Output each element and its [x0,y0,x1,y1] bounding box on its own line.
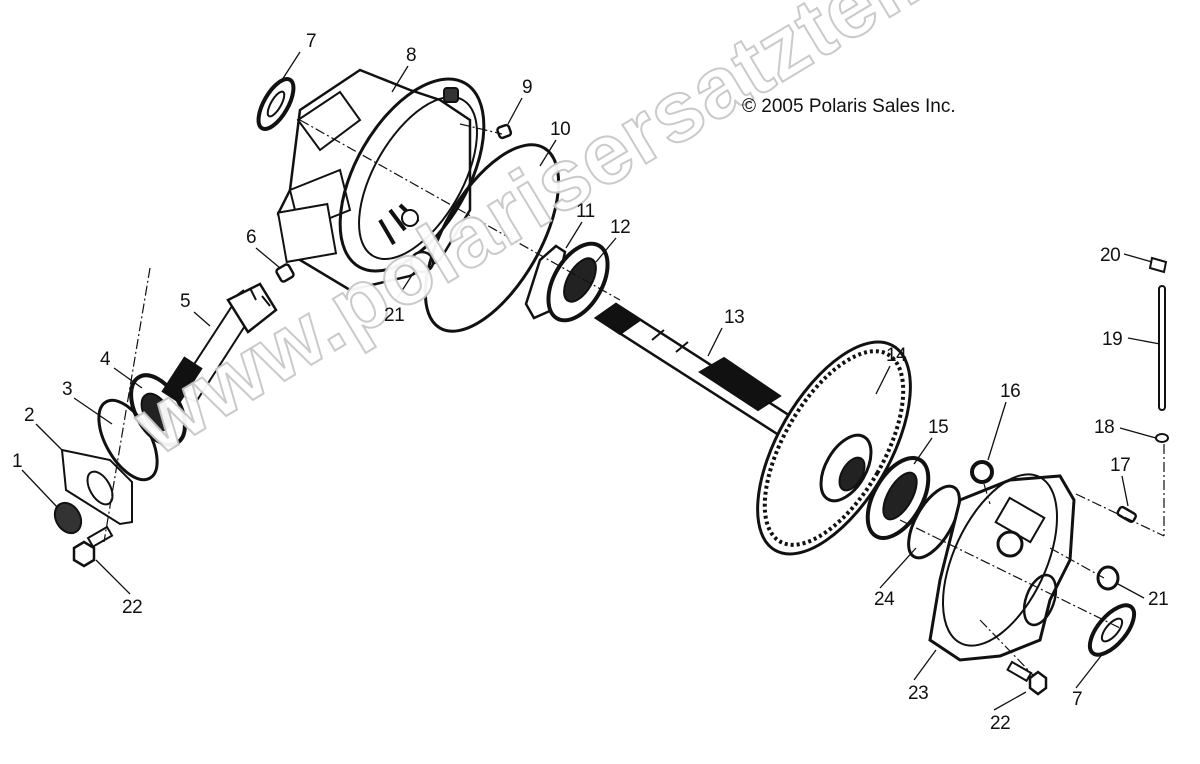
part-1-seal [53,501,83,535]
part-23-gearcase-cover [928,473,1076,662]
part-18-washer [1155,433,1169,443]
callout-7[interactable]: 7 [306,31,317,52]
callout-24[interactable]: 24 [874,589,895,610]
callout-21[interactable]: 21 [1148,589,1169,610]
part-17-dowel [1116,505,1137,523]
part-24-shim-ring [907,484,961,560]
callout-13[interactable]: 13 [724,307,745,328]
part-6-bushing [275,263,295,283]
callout-7[interactable]: 7 [1072,689,1083,710]
part-8-gearcase-housing [276,68,486,292]
part-9-plug [496,123,513,140]
callout-19[interactable]: 19 [1102,329,1123,350]
assembly-axis-lines [103,119,1165,677]
part-13-output-shaft [593,302,814,448]
callout-8[interactable]: 8 [406,45,417,66]
part-22-bolt-left [72,525,114,568]
callout-18[interactable]: 18 [1094,417,1115,438]
part-16-o-ring [970,460,994,484]
part-21-plug-lower [1096,565,1120,591]
callout-2[interactable]: 2 [24,405,35,426]
callout-16[interactable]: 16 [1000,381,1021,402]
callout-1[interactable]: 1 [12,451,23,472]
part-14-ring-gear [756,340,912,556]
callout-11[interactable]: 11 [576,201,595,222]
callout-15[interactable]: 15 [928,417,949,438]
callout-9[interactable]: 9 [522,77,533,98]
callout-5[interactable]: 5 [180,291,191,312]
part-5-pinion-shaft [161,282,278,404]
callout-leader-lines [21,51,1161,711]
part-2-cover-plate [60,448,133,526]
part-19-rod [1158,285,1166,411]
callout-6[interactable]: 6 [246,227,257,248]
callout-23[interactable]: 23 [908,683,929,704]
part-3-o-ring [97,398,159,482]
copyright-notice: © 2005 Polaris Sales Inc. [742,96,956,117]
callout-22[interactable]: 22 [990,713,1011,734]
callout-22[interactable]: 22 [122,597,143,618]
part-12-bearing [546,241,610,323]
part-22-bolt-right [1006,660,1048,696]
callout-14[interactable]: 14 [886,345,907,366]
callout-12[interactable]: 12 [610,217,631,238]
callout-10[interactable]: 10 [550,119,571,140]
part-7-seal-lower [1087,603,1137,657]
part-7-seal-top [256,77,296,131]
part-20-knob [1148,256,1168,274]
callout-17[interactable]: 17 [1110,455,1131,476]
callout-20[interactable]: 20 [1100,245,1121,266]
part-10-o-ring [423,143,561,333]
callout-21[interactable]: 21 [384,305,405,326]
callout-4[interactable]: 4 [100,349,111,370]
part-15-bearing [865,456,931,540]
callout-3[interactable]: 3 [62,379,73,400]
